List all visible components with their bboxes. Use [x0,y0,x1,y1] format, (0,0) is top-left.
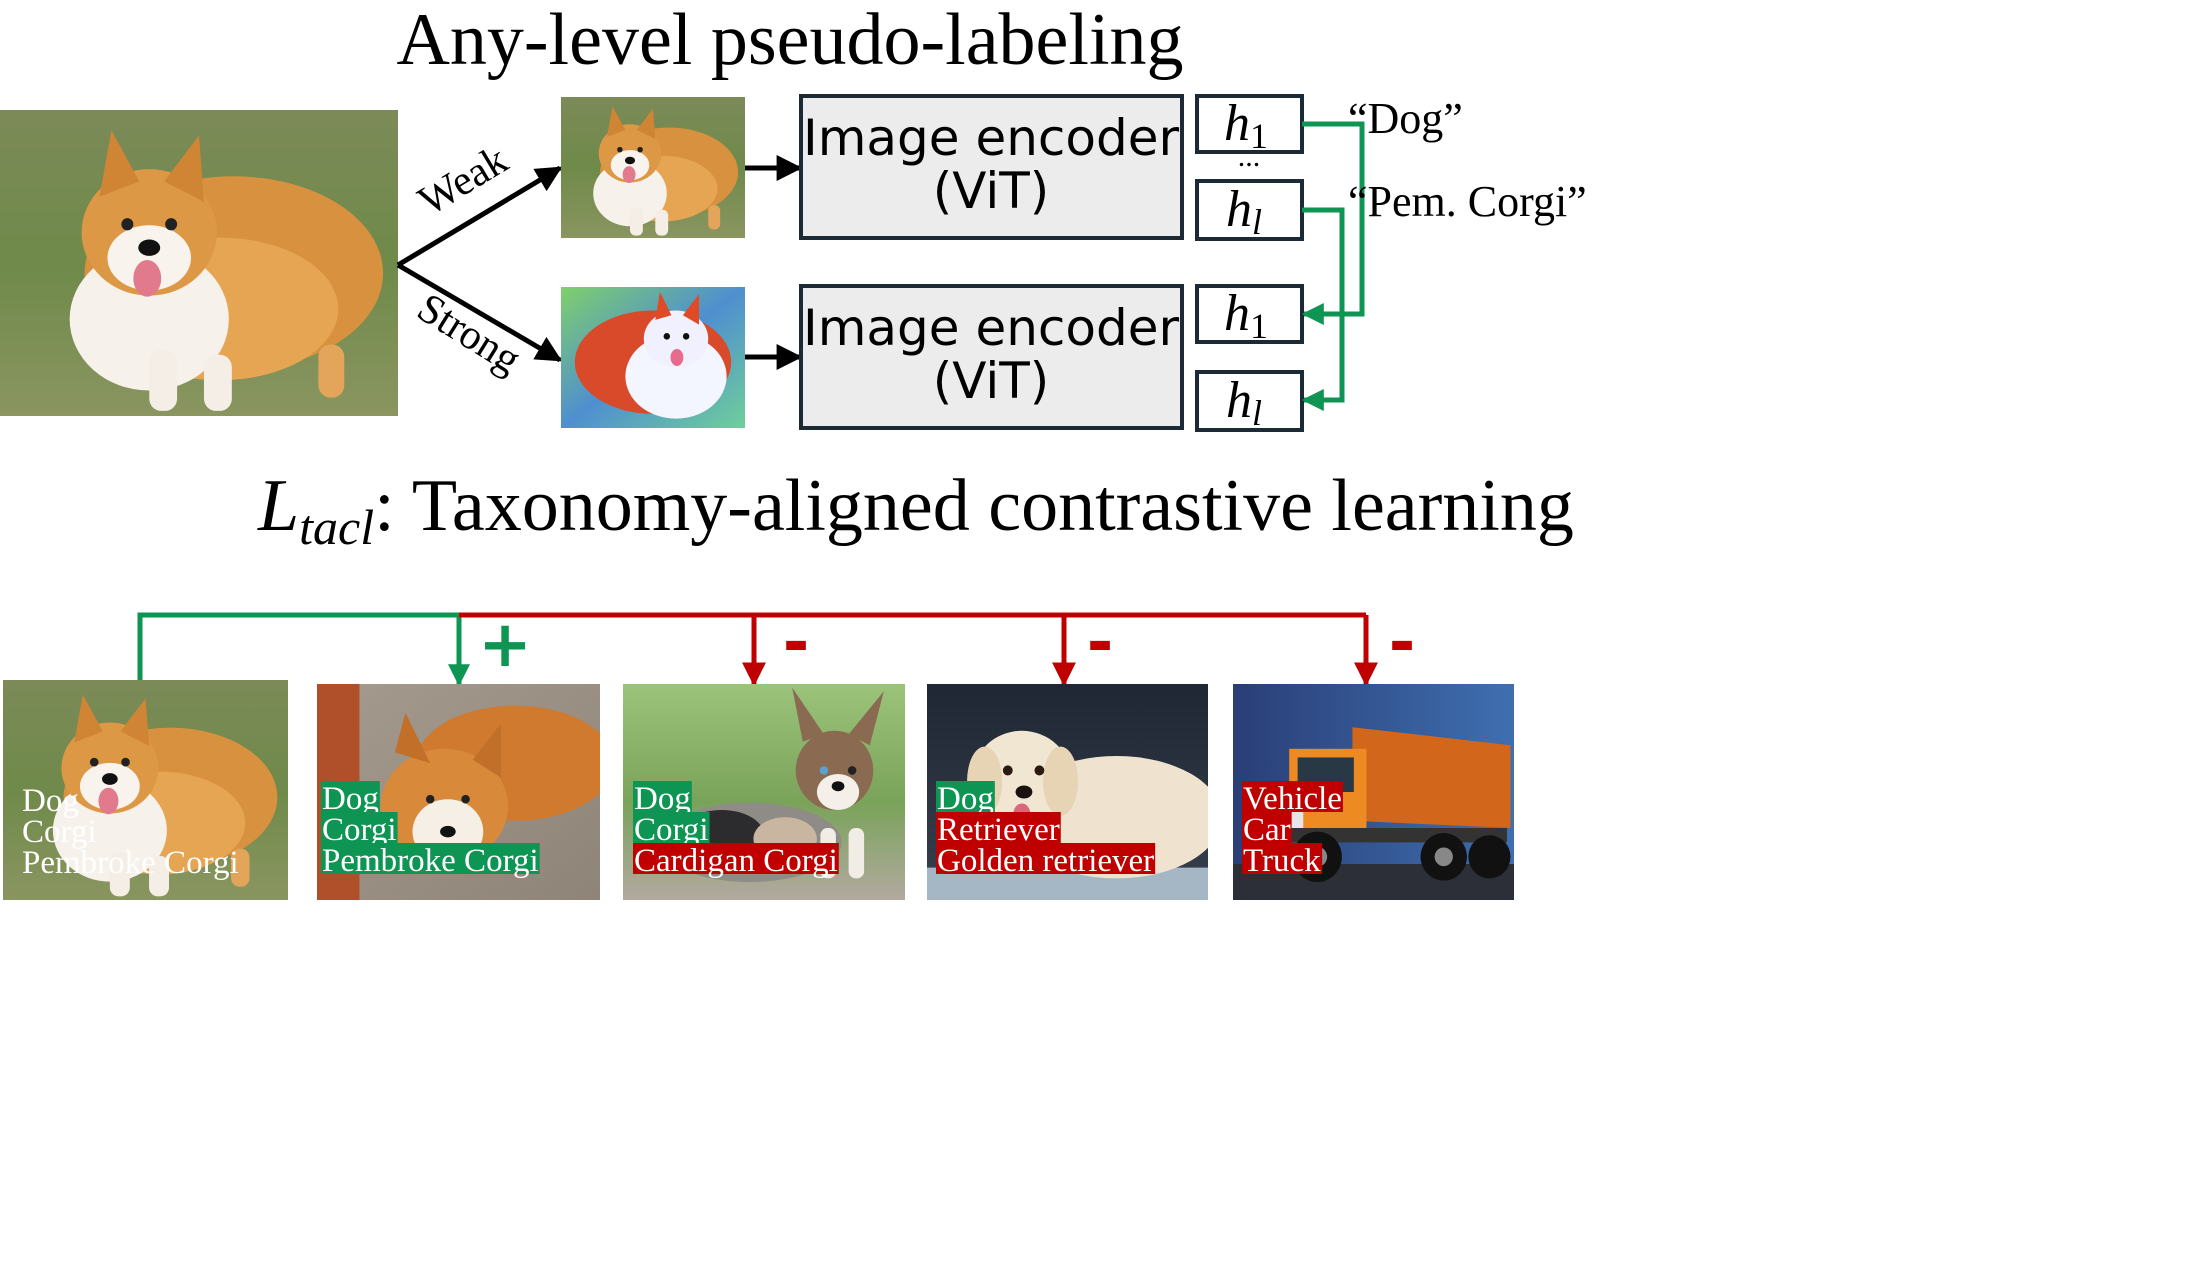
candidate-tag-text: Pembroke Corgi [322,843,539,879]
candidate-tag: Pembroke Corgi [321,843,540,879]
feature-ellipsis: ... [1238,140,1261,173]
candidate-tag-text: Car [1243,812,1291,848]
candidate-tag: Cardigan Corgi [633,843,839,879]
feature-hl-strong: hl [1195,370,1304,433]
candidate-tag: Dog [633,781,692,817]
positive-sign: + [478,608,532,682]
pseudo-label-fine: “Pem. Corgi” [1348,177,1587,226]
candidate-tag-text: Cardigan Corgi [634,843,838,879]
weak-label: Weak [411,137,516,225]
encoder-title: Image encoder [803,109,1180,167]
strong-aug-arrow [396,262,563,363]
query-label-coarse: Dog [22,783,79,819]
candidate-tag-background [321,812,398,843]
negative-sign: - [1389,606,1416,680]
candidate-tag: Dog [321,781,380,817]
image-encoder-strong: Image encoder (ViT) [799,284,1184,430]
candidate-tag-background [936,843,1156,874]
negative-sign: - [783,606,810,680]
candidate-tag: Corgi [321,812,398,848]
candidate-tag-text: Corgi [322,812,397,848]
candidate-tag-background [633,781,692,812]
loss-title: Ltacl: Taxonomy-aligned contrastive lear… [257,465,1574,555]
candidate-tag-background [321,781,380,812]
encoder-title: Image encoder [803,299,1180,357]
candidate-tag: Car [1242,812,1292,848]
svg-text:hl: hl [1226,372,1262,433]
encoder-subtitle: (ViT) [933,162,1050,220]
encoder-subtitle: (ViT) [933,352,1050,410]
candidate-tag-text: Vehicle [1243,781,1342,817]
candidate-tag-background [936,781,995,812]
candidate-tag: Golden retriever [936,843,1156,879]
candidate-tag-text: Truck [1243,843,1321,879]
candidate-tag-text: Dog [322,781,379,817]
strong-label: Strong [409,285,528,383]
candidate-tag-text: Corgi [634,812,709,848]
query-label-mid: Corgi [22,814,97,850]
candidate-tag: Corgi [633,812,710,848]
query-label-fine: Pembroke Corgi [22,845,239,881]
svg-text:h1: h1 [1224,285,1268,346]
original-image [0,110,398,416]
candidate-tag-background [633,843,839,874]
pseudo-label-connectors [1301,121,1365,411]
pseudo-label-coarse: “Dog” [1348,94,1463,143]
svg-text:h1: h1 [1224,95,1268,156]
candidate-tag-background [936,812,1061,843]
candidate-tag-background [1242,843,1323,874]
strong-augmented-image [561,287,745,428]
feature-h1-weak: h1 [1195,94,1304,156]
candidate-tag-text: Dog [937,781,994,817]
candidate-tag: Vehicle [1242,781,1343,817]
candidate-tag-text: Golden retriever [937,843,1154,879]
weak-aug-arrow [396,165,563,268]
candidate-tag-background [1242,812,1292,843]
negative-sign: - [1087,606,1114,680]
candidate-tag: Dog [936,781,995,817]
svg-text:hl: hl [1226,181,1262,242]
candidate-tag: Truck [1242,843,1323,879]
weak-augmented-image [561,97,745,238]
feature-hl-weak: hl [1195,179,1304,242]
candidate-tag: Retriever [936,812,1061,848]
candidate-tag-background [321,843,540,874]
contrastive-connectors [137,612,1378,687]
query-image: Dog Corgi Pembroke Corgi [3,680,288,900]
candidate-tag-background [1242,781,1343,812]
feature-h1-strong: h1 [1195,284,1304,346]
candidate-tag-background [633,812,710,843]
image-encoder-weak: Image encoder (ViT) [799,94,1184,240]
title-top: Any-level pseudo-labeling [396,0,1183,81]
candidate-tag-text: Retriever [937,812,1060,848]
candidate-tag-text: Dog [634,781,691,817]
